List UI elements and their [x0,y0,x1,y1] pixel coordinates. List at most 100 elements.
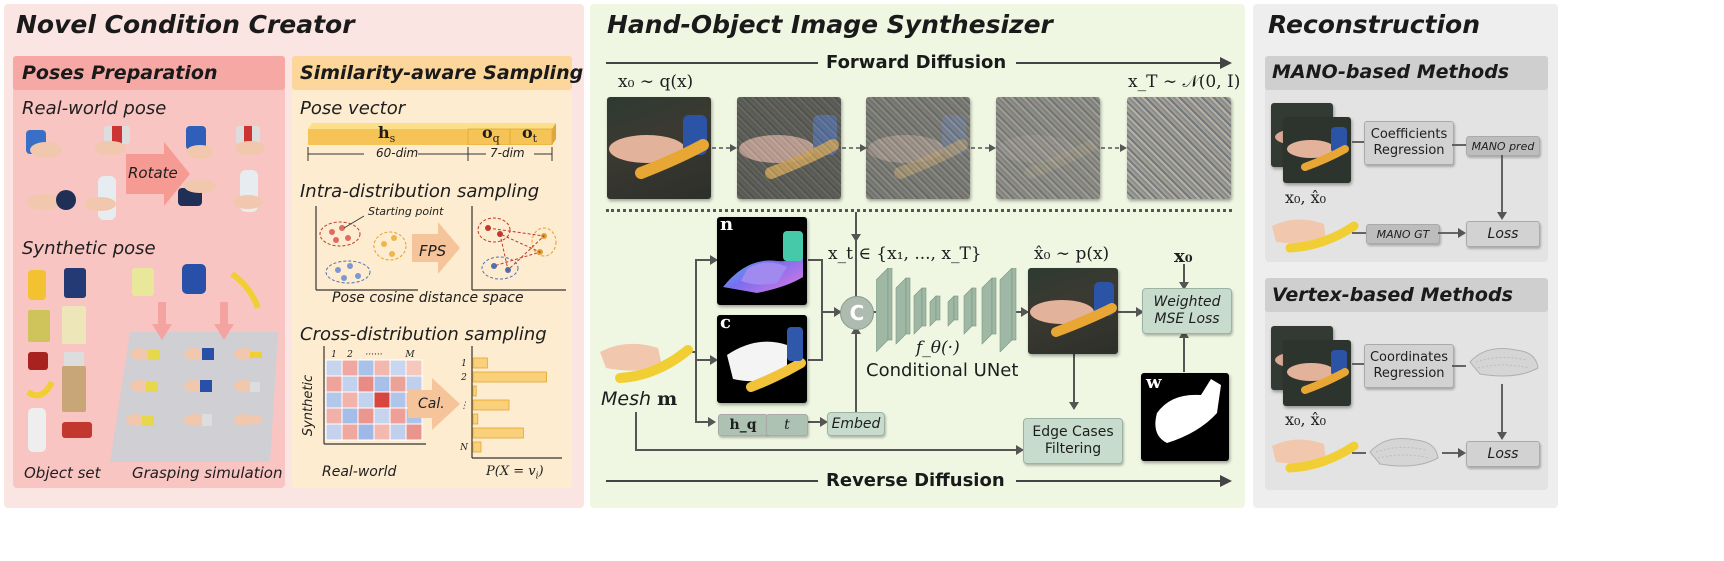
mano-x0-label: x₀, x̂₀ [1285,188,1327,207]
vertex-input-front [1283,340,1351,406]
heatmap-cell [357,407,375,425]
coordinates-regression-box: Coordinates Regression [1364,344,1454,388]
heatmap-cell [389,391,407,409]
synthetic-axis-label: Synthetic [301,374,317,437]
unet-illustration [875,267,1018,353]
heatmap-cell [373,375,391,393]
mano-header: MANO-based Methods [1272,61,1510,83]
n-map-label: n [720,214,734,235]
heatmap-column-label: M [404,350,415,360]
heatmap-cell [325,391,343,409]
poses-header-bg [13,56,285,90]
x0-q-label: x₀ ∼ q(x) [618,72,694,92]
reverse-diffusion-arrow [606,473,1232,489]
real-pose-illustrations [14,118,284,230]
cal-arrow [408,378,460,430]
mesh-label: Mesh m [601,388,678,410]
x0-output-label: x₀ [1174,246,1193,267]
probability-bar [472,427,524,439]
heatmap-cell [389,407,407,425]
xt-set-label: x_t ∈ {x₁, ..., x_T} [828,244,982,264]
heatmap-cell [373,423,391,441]
heatmap-cell [341,391,359,409]
heatmap-cell [357,375,375,393]
synthetic-pose-label: Synthetic pose [22,238,156,259]
probability-bar [472,413,479,425]
heatmap-cell [389,359,407,377]
vertex-loss-box: Loss [1466,441,1540,467]
mano-header-bg [1265,56,1548,90]
sampling-header-bg [292,56,572,90]
real-world-pose-label: Real-world pose [22,98,167,119]
real-world-axis-label: Real-world [322,464,397,480]
predicted-point-cloud [1466,340,1542,384]
hand-object-cluster [26,126,265,220]
heatmap-cell [389,375,407,393]
bar-row-label: 2 [460,373,467,383]
pose-vector-label: Pose vector [300,98,406,119]
heatmap-cell [325,359,343,377]
mesh-illustration [596,332,694,388]
bar-row-label: N [459,443,469,453]
heatmap-cell [325,407,343,425]
t-box: t [766,414,808,436]
gt-point-cloud [1366,430,1442,474]
noise-sequence-arrows [710,140,1130,156]
c-map-label: c [720,312,731,333]
probability-bar [472,385,477,397]
vertex-header-bg [1265,278,1548,312]
rotate-arrow [126,142,190,206]
middle-panel [590,4,1245,508]
reverse-diffusion-label: Reverse Diffusion [826,470,1005,491]
vertex-header: Vertex-based Methods [1272,284,1513,306]
xT-normal-label: x_T ∼ 𝒩(0, I) [1128,72,1241,92]
cal-label: Cal. [418,396,445,412]
heatmap-cell [357,359,375,377]
color-map-image [717,315,807,403]
dimension-brackets [306,146,558,161]
vertex-x0-label: x₀, x̂₀ [1285,410,1327,429]
heatmap-cell [341,375,359,393]
object-set-label: Object set [24,464,101,482]
mano-connectors [1260,100,1556,260]
concat-node: C [840,296,874,330]
edge-cases-filtering-box: Edge Cases Filtering [1023,418,1123,464]
hq-box: h_q [718,414,768,436]
cross-sampling-label: Cross-distribution sampling [300,324,547,345]
hs-label: hs [378,123,396,146]
generated-image [1028,268,1118,354]
heatmap-cell [373,391,391,409]
vertex-connectors [1260,322,1556,482]
pure-noise-image [1127,97,1231,199]
mano-input-front [1283,117,1351,183]
w-mask-label: w [1146,372,1162,393]
starting-point-label: Starting point [368,205,444,218]
heatmap-column-label: 2 [346,350,353,360]
probability-bar [472,399,510,411]
dim-7-label: 7-dim [490,146,525,160]
heatmap-cell [405,359,423,377]
probability-bar [472,371,547,383]
ot-label: ot [522,123,538,146]
conditional-unet-label: Conditional UNet [866,360,1019,381]
probability-label: P(X = vi) [486,464,544,482]
noisy-image-2 [866,97,970,199]
fps-arrow [412,222,460,274]
f-theta-label: f_θ(·) [916,338,960,358]
heatmap-cell [373,359,391,377]
heatmap-cell [405,423,423,441]
intra-sampling-plot [300,204,570,296]
rotate-label: Rotate [128,164,178,182]
concat-node-label: C [849,301,865,325]
heatmap-cell [389,423,407,441]
heatmap-column-label: 1 [331,350,337,360]
mano-pred-box: MANO pred [1466,136,1540,156]
vertex-hand-mesh [1268,432,1360,476]
forward-reverse-separator [606,209,1232,212]
pose-space-label: Pose cosine distance space [332,290,524,306]
middle-panel-title: Hand-Object Image Synthesizer [607,10,1053,39]
x0-hat-p-label: x̂₀ ∼ p(x) [1034,244,1110,264]
weight-mask-image [1141,373,1229,461]
weighted-mse-loss-box: Weighted MSE Loss [1142,288,1232,334]
